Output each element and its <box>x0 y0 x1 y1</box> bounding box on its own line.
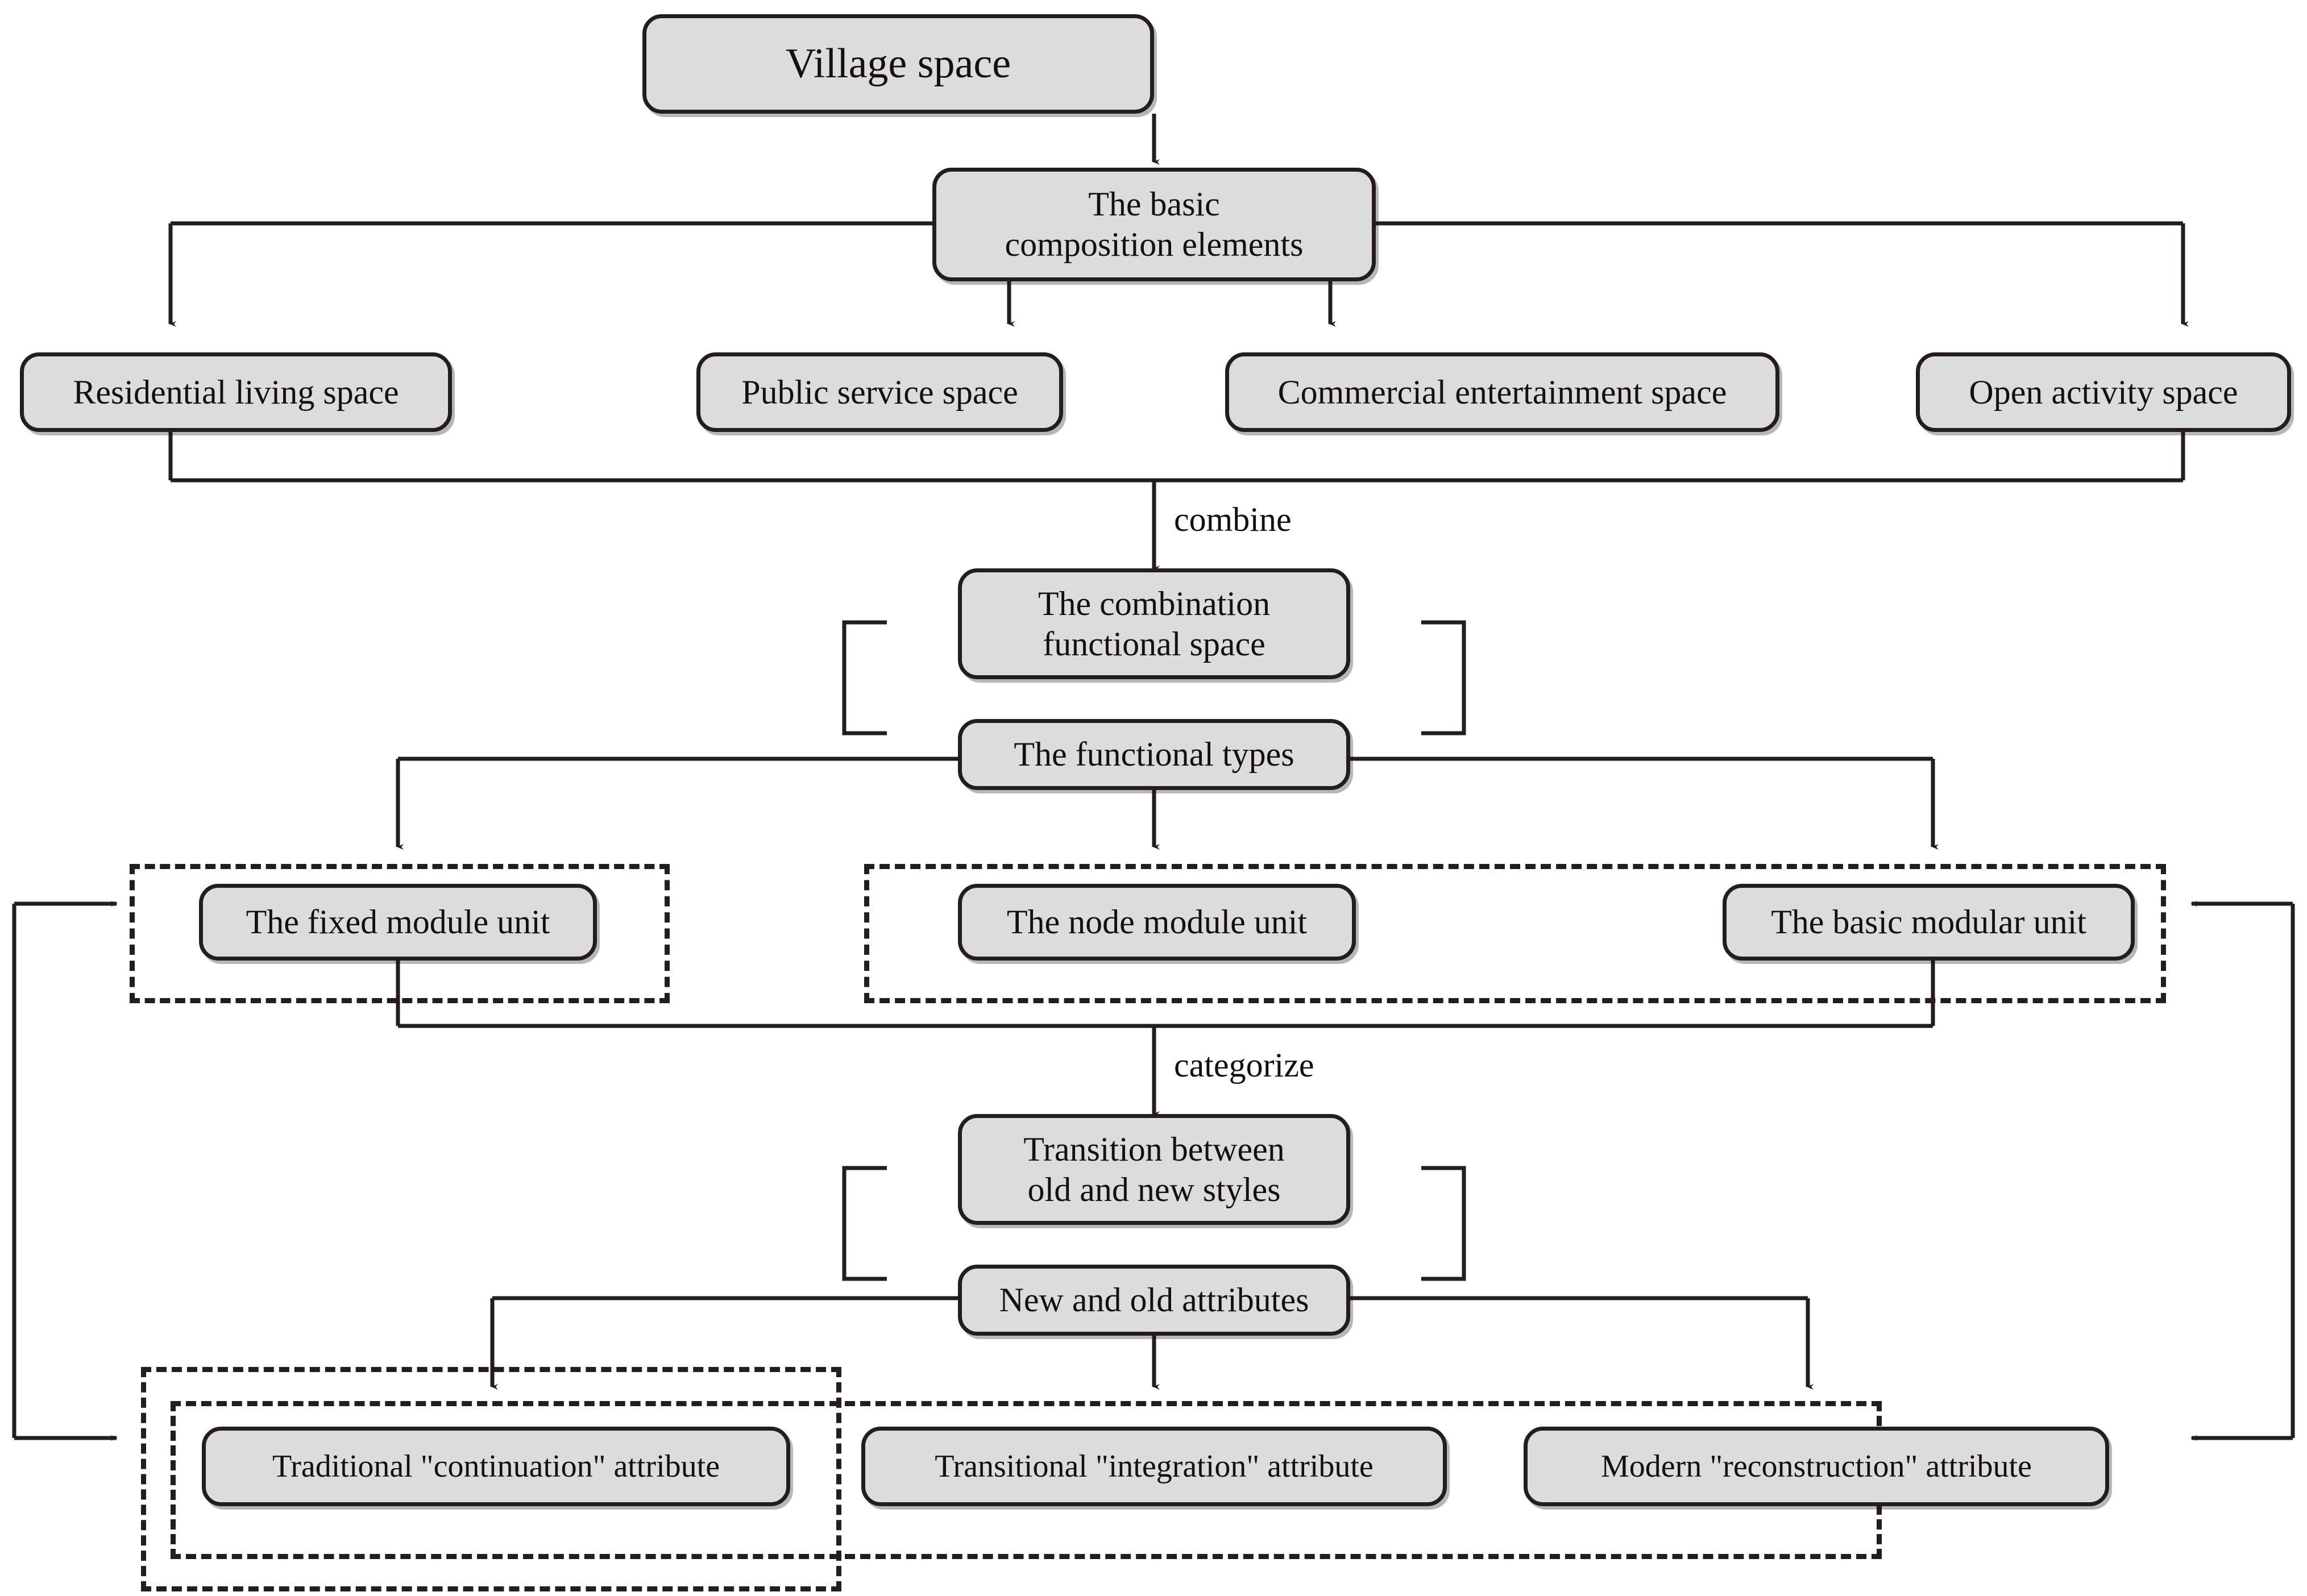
node-public-service-space-label: Public service space <box>741 373 1018 411</box>
node-residential-living-space[interactable]: Residential living space <box>20 352 452 432</box>
node-open-activity-space[interactable]: Open activity space <box>1916 352 2291 432</box>
bracket-right-combination <box>1421 620 1466 735</box>
node-combination-functional-space-label: The combination functional space <box>1038 584 1271 663</box>
node-new-and-old-attributes[interactable]: New and old attributes <box>958 1265 1350 1336</box>
node-transitional-integration-attribute-label: Transitional "integration" attribute <box>935 1448 1374 1484</box>
node-node-module-unit-label: The node module unit <box>1006 903 1308 941</box>
node-transition-old-new-styles[interactable]: Transition between old and new styles <box>958 1114 1350 1225</box>
node-commercial-entertainment-space[interactable]: Commercial entertainment space <box>1225 352 1779 432</box>
edges <box>12 114 2295 1441</box>
node-open-activity-space-label: Open activity space <box>1969 373 2238 411</box>
group-fixed-module <box>130 864 670 1003</box>
node-fixed-module-unit-label: The fixed module unit <box>246 903 550 941</box>
node-transitional-integration-attribute[interactable]: Transitional "integration" attribute <box>861 1427 1447 1506</box>
node-node-module-unit[interactable]: The node module unit <box>958 884 1356 961</box>
edge-label-categorize: categorize <box>1174 1046 1314 1084</box>
node-village-space-label: Village space <box>785 40 1011 87</box>
node-combination-functional-space[interactable]: The combination functional space <box>958 568 1350 679</box>
node-residential-living-space-label: Residential living space <box>73 373 399 411</box>
node-functional-types-label: The functional types <box>1014 735 1294 774</box>
group-node-and-basic-modules <box>864 864 2166 1003</box>
node-basic-modular-unit-label: The basic modular unit <box>1771 903 2086 941</box>
node-basic-modular-unit[interactable]: The basic modular unit <box>1723 884 2135 961</box>
node-commercial-entertainment-space-label: Commercial entertainment space <box>1277 373 1727 411</box>
node-public-service-space[interactable]: Public service space <box>696 352 1063 432</box>
node-modern-reconstruction-attribute[interactable]: Modern "reconstruction" attribute <box>1524 1427 2109 1506</box>
bracket-left-combination <box>842 620 887 735</box>
node-village-space[interactable]: Village space <box>642 14 1154 114</box>
edge-label-combine: combine <box>1174 501 1292 538</box>
node-traditional-continuation-attribute[interactable]: Traditional "continuation" attribute <box>202 1427 790 1506</box>
bracket-right-transition <box>1421 1166 1466 1281</box>
node-new-and-old-attributes-label: New and old attributes <box>999 1281 1309 1319</box>
group-traditional-outer <box>141 1367 841 1591</box>
node-modern-reconstruction-attribute-label: Modern "reconstruction" attribute <box>1601 1448 2032 1484</box>
node-functional-types[interactable]: The functional types <box>958 719 1350 790</box>
node-transition-old-new-styles-label: Transition between old and new styles <box>1023 1130 1285 1208</box>
node-basic-composition-elements[interactable]: The basic composition elements <box>932 168 1376 281</box>
bracket-left-transition <box>842 1166 887 1281</box>
node-fixed-module-unit[interactable]: The fixed module unit <box>199 884 597 961</box>
node-basic-composition-elements-label: The basic composition elements <box>1005 185 1304 263</box>
node-traditional-continuation-attribute-label: Traditional "continuation" attribute <box>272 1448 720 1484</box>
